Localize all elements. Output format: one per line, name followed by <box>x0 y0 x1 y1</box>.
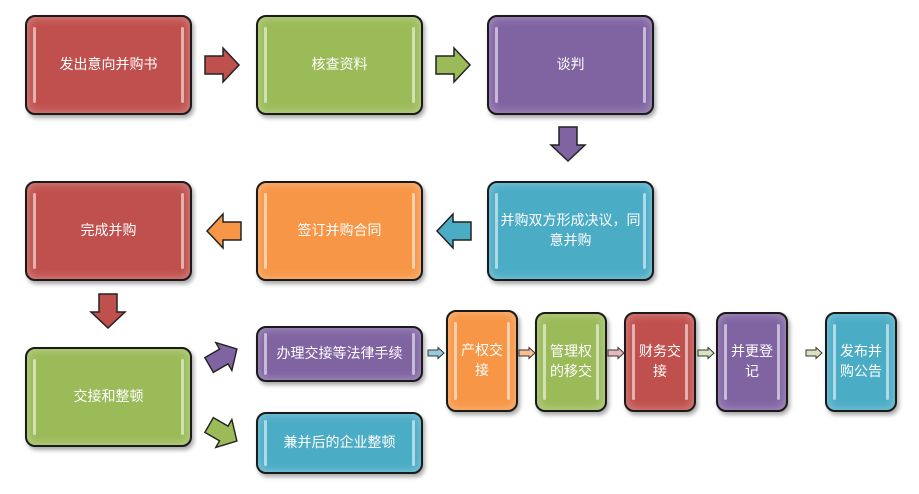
arrow-right-icon <box>518 346 536 360</box>
step-label: 并购双方形成决议，同意并购 <box>500 213 641 249</box>
step-complete: 完成并购 <box>25 181 192 281</box>
step-reorg: 兼并后的企业整顿 <box>256 412 423 474</box>
arrow-down-icon <box>549 126 587 163</box>
arrow-right-icon <box>697 346 715 360</box>
step-label: 并更登记 <box>731 344 773 380</box>
step-resolution: 并购双方形成决议，同意并购 <box>487 181 654 281</box>
step-label: 财务交接 <box>639 344 681 380</box>
step-label: 谈判 <box>556 57 585 73</box>
arrow-up-right-icon <box>200 334 246 380</box>
step-label: 发出意向并购书 <box>59 57 158 73</box>
arrow-left-icon <box>435 212 472 250</box>
arrow-right-icon <box>435 46 472 84</box>
arrow-left-icon <box>205 212 242 250</box>
step-label: 交接和整顿 <box>73 389 144 405</box>
step-legal: 办理交接等法律手续 <box>256 326 423 382</box>
step-finance: 财务交接 <box>624 312 696 412</box>
step-negotiate: 谈判 <box>487 15 654 115</box>
step-handover-reorg: 交接和整顿 <box>25 347 192 447</box>
step-sign-contract: 签订并购合同 <box>256 181 423 281</box>
arrow-right-icon <box>607 346 625 360</box>
step-announce: 发布并购公告 <box>825 312 897 412</box>
arrow-right-icon <box>805 346 823 360</box>
step-label: 兼并后的企业整顿 <box>283 435 396 451</box>
arrow-down-icon <box>89 293 127 330</box>
arrow-down-right-icon <box>200 410 246 456</box>
step-verify-data: 核查资料 <box>256 15 423 115</box>
step-registration: 并更登记 <box>716 312 788 412</box>
step-label: 签订并购合同 <box>297 223 382 239</box>
arrow-right-icon <box>204 46 241 84</box>
step-label: 办理交接等法律手续 <box>276 346 403 362</box>
step-send-intent: 发出意向并购书 <box>25 15 192 115</box>
arrow-right-icon <box>427 346 445 360</box>
step-property: 产权交接 <box>446 310 518 412</box>
step-label: 发布并购公告 <box>840 344 882 380</box>
step-label: 完成并购 <box>80 223 137 239</box>
step-label: 产权交接 <box>461 343 503 379</box>
step-label: 核查资料 <box>311 57 368 73</box>
step-management: 管理权的移交 <box>535 312 607 412</box>
step-label: 管理权的移交 <box>550 344 592 380</box>
